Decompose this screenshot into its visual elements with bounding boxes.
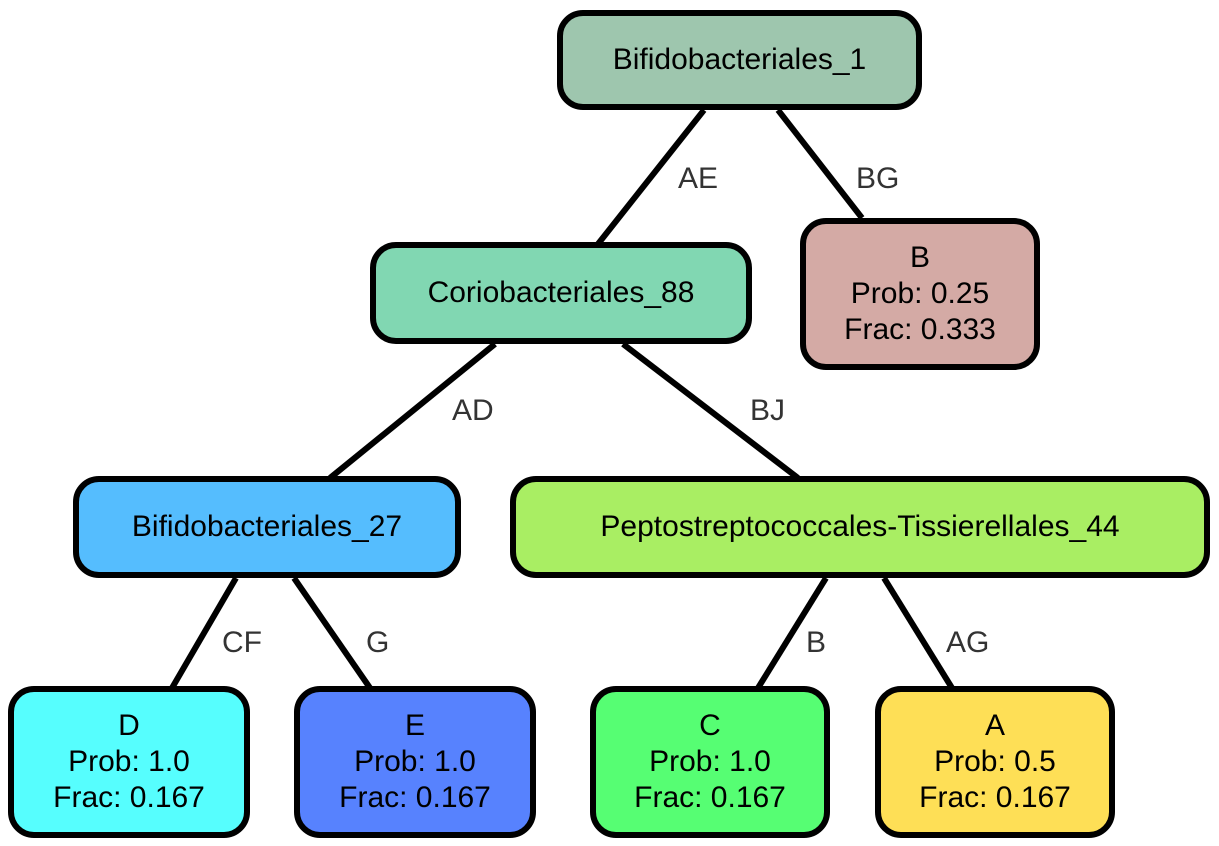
node-title: Coriobacteriales_88 (427, 276, 695, 309)
node-prob: Prob: 1.0 (649, 745, 771, 778)
node-title: D (118, 709, 140, 742)
edge-coriobacteriales-bifidobacteriales27 (328, 341, 497, 481)
node-prob: Prob: 0.5 (934, 745, 1056, 778)
node-title: Bifidobacteriales_1 (612, 43, 867, 76)
edge-label-cf: CF (222, 626, 262, 659)
edge-label-bj: BJ (750, 394, 785, 427)
edge-label-ae: AE (678, 162, 718, 195)
edge-label-ad: AD (452, 394, 494, 427)
node-prob: Prob: 1.0 (354, 745, 476, 778)
node-title: C (699, 709, 721, 742)
node-prob: Prob: 1.0 (68, 745, 190, 778)
edge-bifidobacteriales27-d (169, 576, 239, 690)
node-title: E (404, 709, 425, 742)
node-title: B (909, 241, 930, 274)
node-leaf-a[interactable]: A Prob: 0.5 Frac: 0.167 (875, 686, 1115, 838)
node-leaf-c[interactable]: C Prob: 1.0 Frac: 0.167 (590, 686, 830, 838)
edge-bifidobacteriales27-e (291, 576, 373, 690)
edge-label-g: G (366, 626, 389, 659)
node-bifidobacteriales-27[interactable]: Bifidobacteriales_27 (73, 476, 461, 578)
node-leaf-e[interactable]: E Prob: 1.0 Frac: 0.167 (294, 686, 536, 838)
edge-label-b: B (806, 626, 826, 659)
node-bifidobacteriales-1[interactable]: Bifidobacteriales_1 (557, 10, 922, 110)
node-coriobacteriales-88[interactable]: Coriobacteriales_88 (370, 242, 752, 344)
edge-label-ag: AG (946, 626, 989, 659)
node-frac: Frac: 0.167 (53, 781, 205, 814)
edge-peptostreptococcales-a (881, 576, 955, 690)
node-frac: Frac: 0.167 (919, 781, 1071, 814)
edge-root-coriobacteriales (595, 108, 707, 246)
node-frac: Frac: 0.167 (339, 781, 491, 814)
node-leaf-b[interactable]: B Prob: 0.25 Frac: 0.333 (800, 218, 1040, 370)
node-frac: Frac: 0.167 (634, 781, 786, 814)
edge-peptostreptococcales-c (755, 576, 829, 690)
node-leaf-d[interactable]: D Prob: 1.0 Frac: 0.167 (8, 686, 250, 838)
edge-label-bg: BG (856, 162, 899, 195)
node-prob: Prob: 0.25 (850, 277, 990, 310)
node-title: Peptostreptococcales-Tissierellales_44 (600, 510, 1120, 543)
edge-root-b (775, 108, 865, 220)
node-title: A (984, 709, 1005, 742)
node-title: Bifidobacteriales_27 (131, 510, 403, 543)
node-peptostreptococcales-tissierellales-44[interactable]: Peptostreptococcales-Tissierellales_44 (510, 476, 1210, 578)
edge-coriobacteriales-peptostreptococcales (621, 341, 800, 481)
node-frac: Frac: 0.333 (844, 313, 996, 346)
